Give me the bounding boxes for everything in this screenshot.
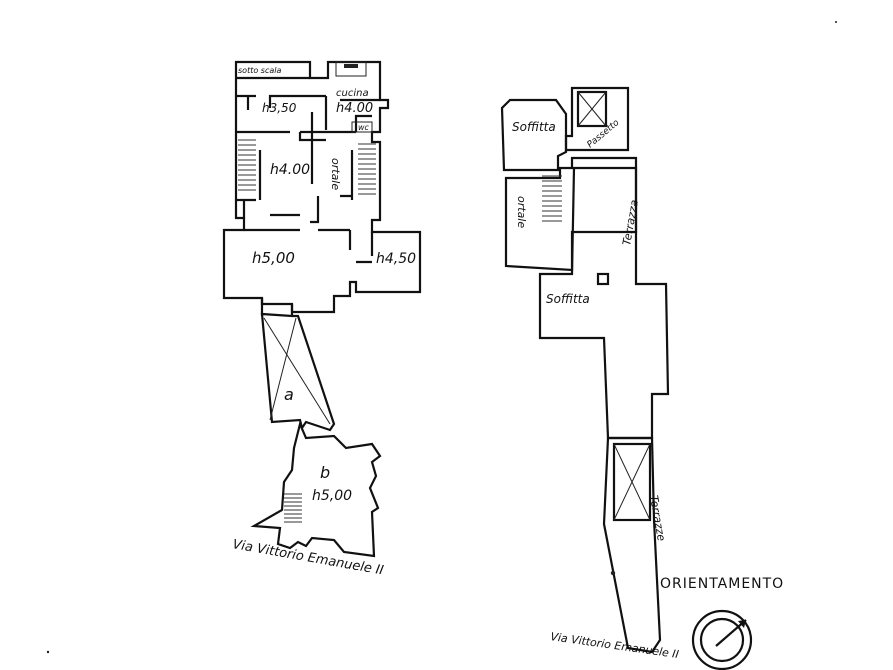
label-wc: wc [358,123,370,132]
label-soffitta-top: Soffitta [512,120,556,134]
kitchen-fixture [344,64,358,68]
label-h400-mid: h4.00 [270,162,310,178]
speck [46,650,50,654]
left-floor-plan: sotto scala cucina h3,50 h4.00 wc h4.00 … [222,60,422,579]
skylight-top-x2 [577,91,607,127]
soffitta-top-outline [500,98,568,172]
passetto-outline [564,86,630,152]
skylight-bottom [612,442,652,522]
label-terrazza-top: Terrazza [620,199,641,247]
label-cucina: cucina [336,88,369,99]
right-stair-hatch [542,175,562,222]
skylight-bottom-x2 [613,443,651,521]
left-plan-upper-outline [222,60,422,314]
label-ortale-left: ortale [329,158,342,190]
right-floor-plan: Soffitta Passetto ortale Terrazza Soffit… [500,86,680,661]
label-h450: h4,50 [376,251,416,267]
label-ortale-right: ortale [515,196,528,228]
label-h400-top: h4.00 [336,101,373,116]
label-h350: h3,50 [262,101,297,115]
label-h500-b: h5,00 [312,488,352,504]
label-soffitta-mid: Soffitta [546,292,590,306]
room-b-outline [250,420,382,558]
terrace-lower-outline [602,436,662,654]
corridor-a-cross-2 [269,317,297,421]
left-plan-inner-walls [236,76,380,316]
kitchen-counter [335,61,367,77]
label-room-a: a [284,385,294,404]
wc-fixture [351,121,373,133]
room-b-stairs [284,493,302,523]
terrace-small-box [596,272,610,286]
corridor-a-outline [260,312,336,432]
label-sotto-scala: sotto scala [238,66,281,75]
corridor-a-cross-1 [263,317,331,425]
left-stair-hatch-2 [358,143,376,195]
terrace-marker [610,570,616,576]
label-room-b: b [320,463,330,482]
orientation-title: ORIENTAMENTO [660,576,784,592]
label-h500: h5,00 [252,249,295,267]
ortale-right-outline [504,156,638,272]
orientation-block: ORIENTAMENTO [660,576,784,670]
left-stair-hatch-1 [238,139,256,191]
compass-icon [691,609,753,670]
skylight-top [576,90,608,128]
speck [835,21,837,23]
